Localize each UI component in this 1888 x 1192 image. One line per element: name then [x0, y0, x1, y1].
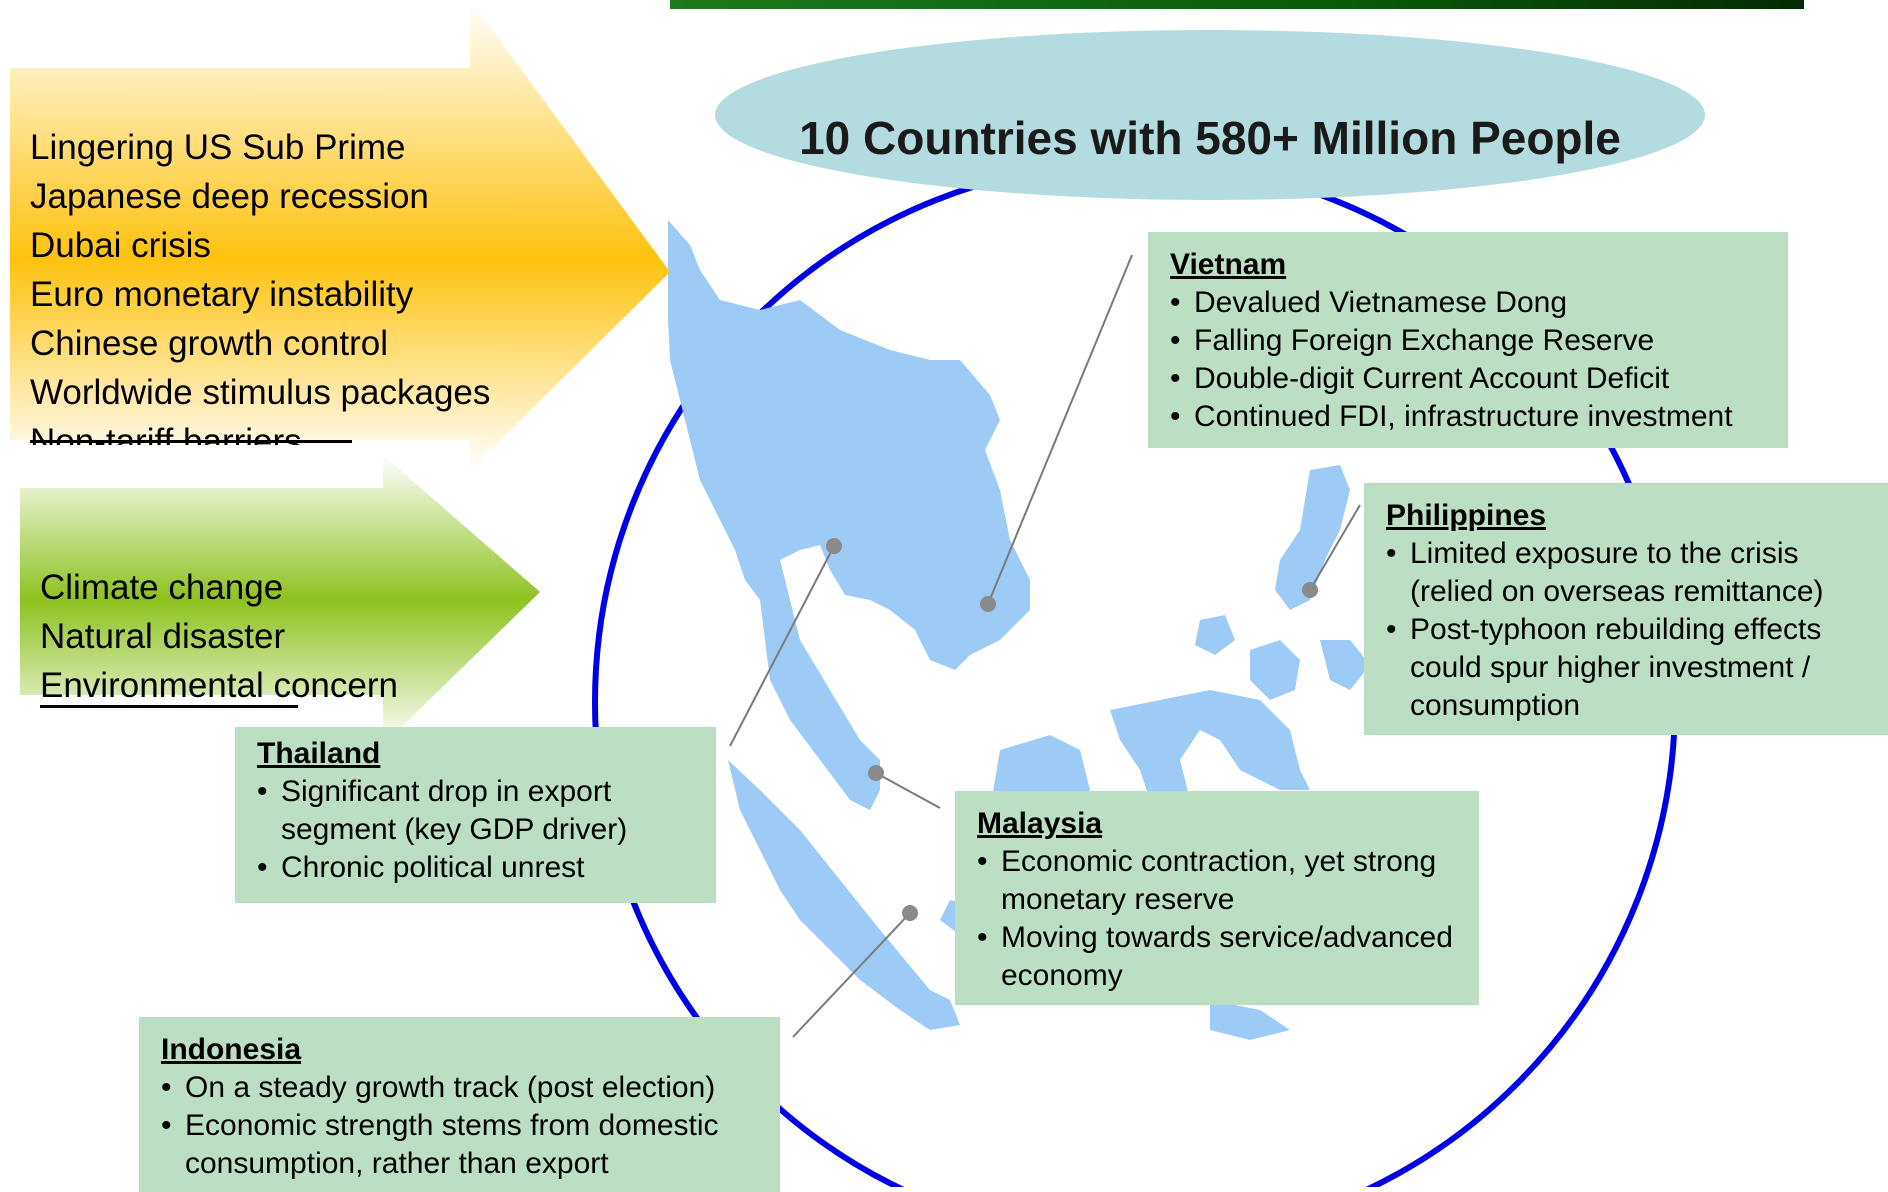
malaysia-point: Economic contraction, yet strong monetar…: [977, 843, 1459, 919]
thailand-heading: Thailand: [257, 737, 381, 770]
environmental-factor-item: Climate change: [40, 568, 284, 607]
vietnam-points: Devalued Vietnamese Dong Falling Foreign…: [1170, 284, 1768, 436]
environmental-factors-list: Climate change Natural disaster Environm…: [40, 515, 460, 710]
indonesia-heading: Indonesia: [161, 1033, 302, 1066]
callout-leader-lines: [729, 254, 1361, 1038]
malaysia-heading: Malaysia: [977, 807, 1103, 840]
vietnam-heading: Vietnam: [1170, 248, 1287, 281]
philippines-point: Post-typhoon rebuilding effects could sp…: [1386, 611, 1868, 725]
economic-factor-item: Lingering US Sub Prime: [30, 128, 406, 167]
indonesia-point: Economic strength stems from domestic co…: [161, 1107, 770, 1183]
indonesia-points: On a steady growth track (post election)…: [161, 1069, 770, 1183]
country-markers: [826, 538, 1318, 921]
environmental-factors-heading-line: [40, 515, 460, 708]
philippines-heading: Philippines: [1386, 499, 1547, 532]
vietnam-point: Double-digit Current Account Deficit: [1170, 360, 1768, 398]
environmental-factor-item: Natural disaster: [40, 617, 286, 656]
economic-factors-list: Lingering US Sub Prime Japanese deep rec…: [30, 75, 550, 445]
vietnam-callout: Vietnam Devalued Vietnamese Dong Falling…: [1148, 232, 1788, 448]
economic-factor-item: Euro monetary instability: [30, 275, 414, 314]
economic-factors-heading-line: [30, 75, 550, 443]
malaysia-points: Economic contraction, yet strong monetar…: [977, 843, 1459, 995]
title-text: 10 Countries with 580+ Million People: [799, 112, 1621, 164]
thailand-callout: Thailand Significant drop in export segm…: [235, 727, 716, 903]
thailand-marker: [826, 538, 842, 554]
economic-factor-item: Worldwide stimulus packages: [30, 373, 491, 412]
environmental-factor-item: Environmental concern: [40, 666, 398, 705]
thailand-point: Chronic political unrest: [257, 849, 706, 887]
malaysia-callout: Malaysia Economic contraction, yet stron…: [955, 791, 1479, 1005]
title-ellipse: [715, 30, 1705, 200]
indonesia-point: On a steady growth track (post election): [161, 1069, 770, 1107]
philippines-marker: [1302, 582, 1318, 598]
philippines-points: Limited exposure to the crisis (relied o…: [1386, 535, 1868, 725]
economic-factor-item: Non-tariff barriers: [30, 422, 302, 445]
thailand-point: Significant drop in export segment (key …: [257, 773, 706, 849]
indonesia-callout: Indonesia On a steady growth track (post…: [139, 1017, 780, 1192]
malaysia-marker: [868, 765, 884, 781]
vietnam-marker: [980, 596, 996, 612]
philippines-point: Limited exposure to the crisis (relied o…: [1386, 535, 1868, 611]
vietnam-point: Devalued Vietnamese Dong: [1170, 284, 1768, 322]
indonesia-marker: [902, 905, 918, 921]
malaysia-point: Moving towards service/advanced economy: [977, 919, 1459, 995]
economic-factors-arrow: [10, 0, 670, 470]
vietnam-point: Falling Foreign Exchange Reserve: [1170, 322, 1768, 360]
thailand-points: Significant drop in export segment (key …: [257, 773, 706, 887]
philippines-callout: Philippines Limited exposure to the cris…: [1364, 483, 1888, 735]
economic-factor-item: Japanese deep recession: [30, 177, 429, 216]
header-bar: [670, 0, 1804, 9]
vietnam-point: Continued FDI, infrastructure investment: [1170, 398, 1768, 436]
southeast-asia-map: [668, 220, 1370, 1040]
environmental-factors-arrow: [20, 455, 540, 745]
economic-factor-item: Chinese growth control: [30, 324, 388, 363]
economic-factor-item: Dubai crisis: [30, 226, 211, 265]
